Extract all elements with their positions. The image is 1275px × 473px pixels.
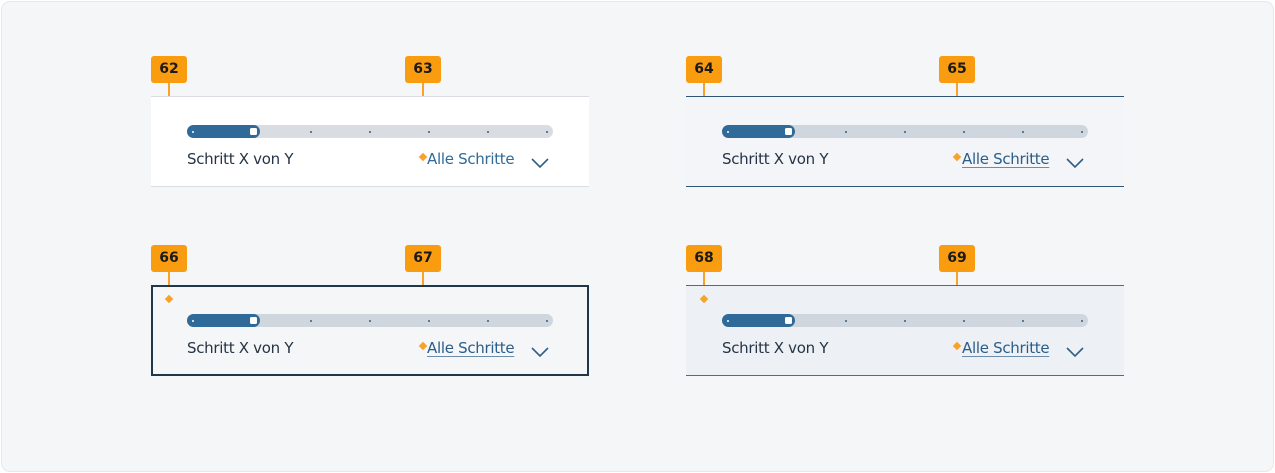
step-dot [310,319,312,322]
step-dot [428,130,430,133]
step-dot [904,130,906,133]
annotation-badge: 67 [405,245,441,272]
step-dot [963,130,965,133]
step-label: Schritt X von Y [722,150,829,168]
step-dot [963,319,965,322]
all-steps-link[interactable]: Alle Schritte [962,339,1050,357]
step-dot [192,319,194,322]
progress-knob[interactable] [250,317,257,324]
step-label: Schritt X von Y [722,339,829,357]
step-label: Schritt X von Y [187,150,294,168]
step-dot [1081,130,1083,133]
chevron-down-icon[interactable] [1065,157,1085,169]
progress-knob[interactable] [250,128,257,135]
step-dot [546,130,548,133]
stepper-card-focus: Schritt X von Y Alle Schritte [151,285,589,376]
stepper-card-hover: Schritt X von Y Alle Schritte [686,96,1124,187]
progress-track [187,314,553,327]
progress-knob[interactable] [785,317,792,324]
step-dot [1022,319,1024,322]
step-dot [727,319,729,322]
annotation-badge: 64 [686,56,722,83]
progress-knob[interactable] [785,128,792,135]
step-dot [487,130,489,133]
step-label: Schritt X von Y [187,339,294,357]
step-dot [1081,319,1083,322]
step-dot [845,130,847,133]
step-dot [904,319,906,322]
chevron-down-icon[interactable] [530,346,550,358]
annotation-badge: 69 [939,245,975,272]
step-dot [192,130,194,133]
progress-track [187,125,553,138]
annotation-badge: 62 [151,56,187,83]
step-dot [369,319,371,322]
annotation-badge: 63 [405,56,441,83]
progress-track [722,125,1088,138]
step-dot [727,130,729,133]
progress-fill [187,125,260,138]
step-dot [369,130,371,133]
chevron-down-icon[interactable] [530,157,550,169]
stepper-card-default: Schritt X von Y Alle Schritte [151,96,589,187]
stepper-card-active: Schritt X von Y Alle Schritte [686,285,1124,376]
progress-fill [722,125,795,138]
progress-track [722,314,1088,327]
chevron-down-icon[interactable] [1065,346,1085,358]
annotation-badge: 68 [686,245,722,272]
all-steps-link[interactable]: Alle Schritte [962,150,1050,168]
step-dot [1022,130,1024,133]
step-dot [546,319,548,322]
all-steps-link[interactable]: Alle Schritte [427,150,515,168]
step-dot [845,319,847,322]
progress-fill [722,314,795,327]
all-steps-link[interactable]: Alle Schritte [427,339,515,357]
step-dot [310,130,312,133]
annotation-badge: 66 [151,245,187,272]
progress-fill [187,314,260,327]
step-dot [487,319,489,322]
annotation-badge: 65 [939,56,975,83]
step-dot [428,319,430,322]
